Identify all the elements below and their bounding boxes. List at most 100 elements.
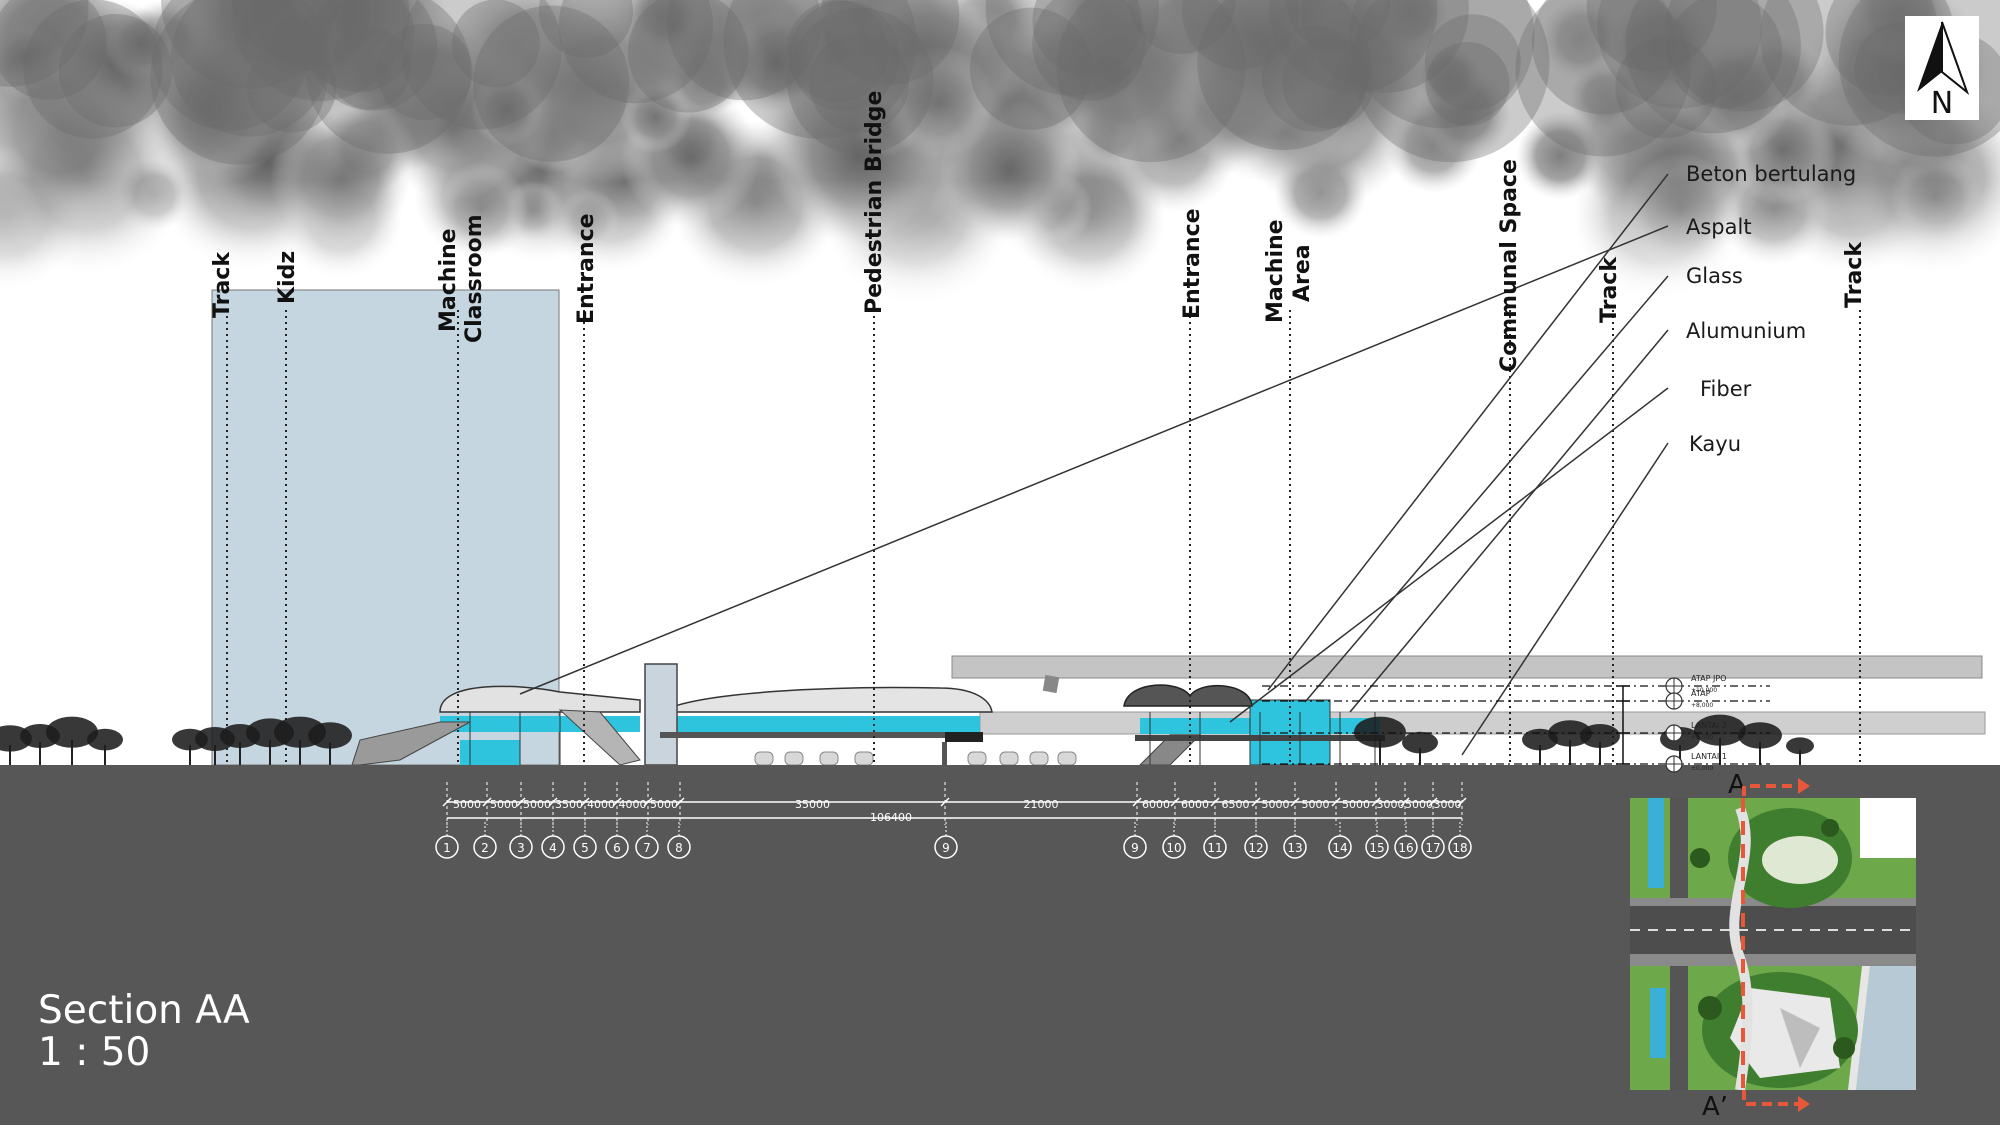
zone-label-communal-space: Communal Space [1497, 159, 1522, 372]
grid-marker-label: 6 [613, 841, 621, 855]
drawing-title-name: Section AA [38, 988, 250, 1033]
dimension-value: 5000 [523, 798, 551, 811]
bridge-deck-end [945, 732, 983, 742]
section-arrow-bottom-icon [1742, 1090, 1810, 1112]
key-plan-label-a: A [1728, 770, 1746, 800]
building-section [211, 289, 1986, 770]
tree-icon [87, 728, 123, 751]
grid-marker [1162, 835, 1186, 859]
zone-label-track-east: Track [1842, 242, 1867, 308]
zone-label-classroom: Classroom [462, 214, 487, 343]
dimension-value: 6500 [1222, 798, 1250, 811]
parked-car [1057, 751, 1077, 766]
material-fiber: Fiber [1700, 377, 1752, 401]
grid-marker [1123, 835, 1147, 859]
grid-marker-label: 12 [1248, 841, 1263, 855]
grid-marker-label: 3 [517, 841, 525, 855]
key-plan: A A’ [1630, 770, 1916, 1122]
parked-car [819, 751, 839, 766]
grid-marker-label: 1 [443, 841, 451, 855]
zone-label-track: Track [210, 252, 235, 318]
dimension-value: 5000 [453, 798, 481, 811]
grid-marker-label: 8 [675, 841, 683, 855]
grid-marker [1394, 835, 1418, 859]
bridge-deck [660, 732, 980, 738]
bridge-core [644, 663, 678, 766]
level-value: +6,000 [1691, 734, 1713, 741]
roof-east [1123, 684, 1253, 707]
dimension-value: 3500 [555, 798, 583, 811]
dimension-total: 106400 [870, 811, 912, 824]
dimension-value: 4000 [587, 798, 615, 811]
leader-line [1267, 173, 1669, 691]
grid-marker [435, 835, 459, 859]
grid-marker-label: 13 [1287, 841, 1302, 855]
grid-marker [934, 835, 958, 859]
dimension-value: 6000 [1142, 798, 1170, 811]
grid-marker-label: 17 [1425, 841, 1440, 855]
level-name: LANTAI 2 [1691, 721, 1727, 730]
grid-marker [1203, 835, 1227, 859]
parked-car [967, 751, 987, 766]
zone-label-kidz: Kidz [275, 250, 300, 304]
trees-row [0, 714, 1814, 765]
material-beton-bertulang: Beton bertulang [1686, 162, 1857, 186]
glass-ground-west [460, 740, 520, 765]
grid-marker-label: 16 [1398, 841, 1413, 855]
leader-line [1349, 329, 1669, 713]
parked-car [1029, 751, 1049, 766]
material-aspalt: Aspalt [1686, 215, 1752, 239]
grid-marker-label: 10 [1166, 841, 1181, 855]
tree-icon [308, 722, 352, 749]
north-letter: N [1930, 86, 1954, 121]
leader-line [1304, 275, 1669, 703]
zone-label-area: Area [1290, 244, 1315, 302]
tree-icon [1738, 722, 1782, 749]
parked-car [784, 751, 804, 766]
grid-marker [1328, 835, 1352, 859]
grid-marker-label: 9 [1131, 841, 1139, 855]
grid-marker [541, 835, 565, 859]
grid-marker [1244, 835, 1268, 859]
level-name: ATAP JPO [1691, 674, 1726, 683]
zone-label-track-mid: Track [1597, 257, 1622, 323]
tree-icon [1354, 716, 1406, 748]
zone-label-entrance-west: Entrance [574, 213, 599, 324]
level-name: LANTAI 1 [1691, 752, 1727, 761]
grid-marker [667, 835, 691, 859]
grid-marker [1365, 835, 1389, 859]
drawing-title: Section AA 1 : 50 [38, 990, 250, 1074]
grid-marker-label: 14 [1332, 841, 1347, 855]
grid-marker [1448, 835, 1472, 859]
material-alumunium: Alumunium [1686, 319, 1807, 343]
dimension-lines: 5000 5000 5000 3500 4000 4000 5000 35000 21000 60… [442, 782, 1467, 825]
drawing-scale: 1 : 50 [38, 1030, 151, 1075]
leader-line [519, 225, 1669, 695]
glass-band-bridge [670, 716, 980, 732]
bridge-column [942, 742, 947, 765]
level-value: +10,000 [1691, 687, 1717, 694]
zone-label-entrance-east: Entrance [1180, 208, 1205, 319]
dimension-value: 4000 [619, 798, 647, 811]
parked-car [754, 751, 774, 766]
dimension-value: 21000 [1024, 798, 1059, 811]
dimension-value: 5000 [1262, 798, 1290, 811]
dimension-value: 5000 [1302, 798, 1330, 811]
tree-icon [1580, 724, 1620, 748]
dimension-value: 35000 [795, 798, 830, 811]
dimension-value: 3000 [1434, 798, 1462, 811]
material-leaders [519, 173, 1669, 756]
dimension-value: 5000 [1342, 798, 1370, 811]
level-value: +8,000 [1691, 702, 1713, 709]
zone-label-machine: Machine [436, 228, 461, 332]
dimension-value: 3000 [1377, 798, 1405, 811]
zone-label-pedestrian-bridge: Pedestrian Bridge [862, 90, 887, 314]
grid-marker [1283, 835, 1307, 859]
dimension-value: 6000 [1181, 798, 1209, 811]
level-value: ±0,000 [1691, 765, 1713, 772]
level-name: ATAP [1691, 689, 1711, 698]
stair-west [558, 709, 641, 766]
section-arrow-top-icon [1742, 778, 1810, 796]
leader-line [1229, 387, 1669, 723]
